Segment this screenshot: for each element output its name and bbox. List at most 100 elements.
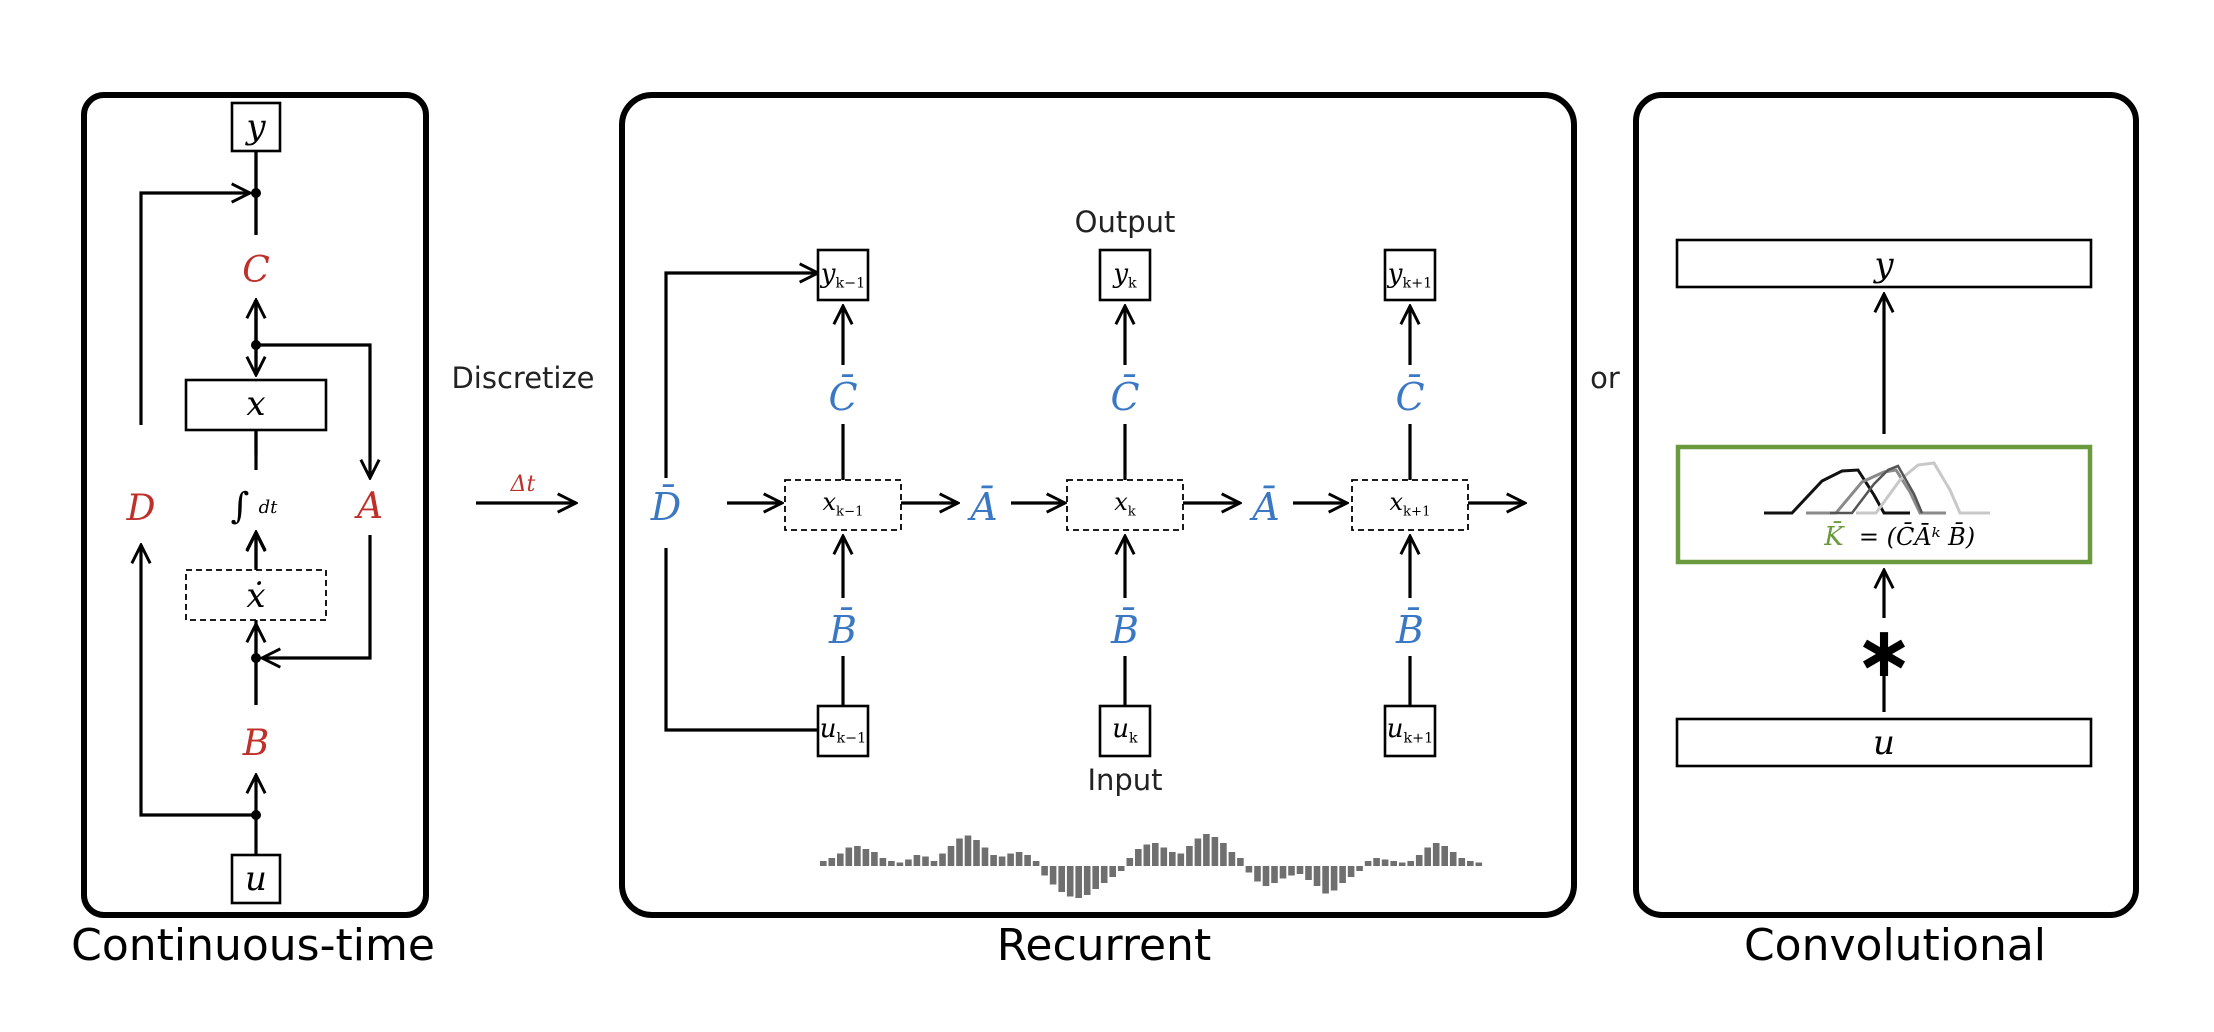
signal-bar bbox=[1109, 866, 1116, 877]
rec-A-bar-label: Ā bbox=[967, 485, 997, 529]
signal-bar bbox=[913, 855, 921, 866]
signal-bar bbox=[1296, 866, 1304, 874]
output-label: Output bbox=[1075, 205, 1176, 239]
signal-bar bbox=[1007, 853, 1014, 866]
signal-bar bbox=[1117, 866, 1125, 871]
signal-bar bbox=[1347, 866, 1355, 877]
signal-bar bbox=[1066, 866, 1074, 897]
rec-step-1: ykC̄xkB̄ukĀ bbox=[1066, 248, 1347, 758]
signal-bar bbox=[930, 861, 938, 866]
signal-bar bbox=[1083, 866, 1091, 895]
rec-B-bar-label: B̄ bbox=[1395, 608, 1424, 652]
signal-bar bbox=[1407, 861, 1414, 866]
caption-continuous: Continuous-time bbox=[71, 920, 435, 971]
caption-convolutional: Convolutional bbox=[1744, 920, 2046, 971]
signal-bar bbox=[1313, 866, 1321, 886]
convolutional-panel: y K̄ = (C̄Āᵏ B̄) ∗ u bbox=[1633, 92, 2139, 918]
signal-bar bbox=[1441, 846, 1448, 866]
delta-t-label: Δt bbox=[510, 472, 536, 497]
rec-x-label: xk+1 bbox=[1390, 488, 1431, 519]
signal-bar bbox=[1015, 852, 1023, 866]
signal-bar bbox=[1390, 861, 1397, 866]
signal-bar bbox=[1475, 862, 1483, 866]
rec-u-label: uk−1 bbox=[820, 714, 867, 747]
signal-bar bbox=[888, 861, 895, 866]
signal-bar bbox=[1330, 866, 1338, 891]
cont-integral-front: ∫ bbox=[231, 486, 250, 527]
rec-x-label: xk bbox=[1114, 488, 1137, 519]
signal-bar bbox=[1152, 843, 1159, 866]
signal-bar bbox=[905, 859, 912, 866]
signal-bar bbox=[1415, 855, 1423, 866]
signal-bar bbox=[1228, 852, 1236, 866]
rec-step-0: yk−1C̄xk−1B̄uk−1Ā bbox=[784, 248, 1065, 758]
rec-y-box bbox=[1383, 248, 1437, 302]
signal-bar bbox=[1245, 866, 1253, 873]
signal-bar bbox=[1279, 866, 1287, 879]
cont-u-box bbox=[230, 853, 282, 905]
rec-B-bar-label: B̄ bbox=[828, 608, 857, 652]
signal-bar bbox=[845, 847, 853, 866]
signal-bar bbox=[947, 846, 955, 866]
rec-u-label: uk+1 bbox=[1387, 714, 1434, 747]
rec-y-label: yk+1 bbox=[1387, 259, 1432, 292]
kernel-curves bbox=[1764, 461, 1990, 515]
signal-bar bbox=[1135, 849, 1142, 866]
rec-u-label: uk bbox=[1112, 714, 1138, 747]
conv-kernel-symbol: K̄ bbox=[1823, 520, 1845, 552]
cont-B-label-front: B bbox=[242, 723, 269, 764]
signal-bar bbox=[1424, 847, 1431, 866]
signal-bar bbox=[1288, 866, 1295, 876]
signal-bar bbox=[1092, 866, 1099, 889]
cont-D-feedthrough-top bbox=[139, 193, 250, 425]
cont-xdot-label: ẋ bbox=[246, 576, 265, 616]
signal-bar bbox=[1032, 861, 1040, 866]
signal-bar bbox=[956, 838, 963, 866]
signal-bar bbox=[1220, 843, 1227, 866]
rec-C-bar-label: C̄ bbox=[828, 375, 857, 419]
signal-bar bbox=[828, 858, 836, 866]
signal-bar bbox=[998, 856, 1006, 866]
signal-bar bbox=[1458, 858, 1466, 866]
signal-bar bbox=[981, 847, 989, 866]
conv-kernel-formula: = (C̄Āᵏ B̄) bbox=[1859, 523, 1975, 551]
signal-bar bbox=[1049, 866, 1057, 885]
signal-bar bbox=[1143, 844, 1151, 866]
signal-bar bbox=[1432, 843, 1440, 866]
conv-u-label: u bbox=[1873, 723, 1895, 763]
signal-bar bbox=[879, 858, 887, 866]
rec-D-bottom-path bbox=[664, 548, 818, 732]
cont-D-feedthrough-bottom bbox=[141, 545, 256, 817]
rec-x-box bbox=[1066, 479, 1184, 531]
cont-D-label: D bbox=[126, 488, 156, 529]
signal-bar bbox=[1381, 859, 1389, 866]
cont-A-loop-bottom bbox=[262, 535, 372, 658]
signal-bar bbox=[1177, 853, 1185, 866]
signal-bar bbox=[1262, 866, 1270, 886]
signal-bar bbox=[1237, 858, 1244, 866]
conv-y-label: y bbox=[1872, 245, 1894, 285]
cont-y-label: y bbox=[244, 107, 266, 147]
cont-junction-bottom bbox=[251, 810, 261, 820]
conv-y-box bbox=[1675, 238, 2093, 289]
signal-bar bbox=[1169, 852, 1176, 866]
signal-bar bbox=[990, 855, 997, 866]
signal-bar bbox=[1186, 846, 1193, 866]
conv-u-box bbox=[1675, 717, 2093, 768]
discretize-label: Discretize bbox=[451, 361, 594, 395]
cont-xdot-box bbox=[185, 569, 327, 621]
continuous-panel-frame bbox=[81, 92, 429, 918]
signal-bar bbox=[1271, 866, 1278, 883]
signal-bar bbox=[1211, 837, 1219, 866]
signal-bar bbox=[1467, 861, 1474, 866]
signal-bar bbox=[1322, 866, 1329, 894]
rec-x-label: xk−1 bbox=[823, 488, 864, 519]
rec-y-box bbox=[1098, 248, 1152, 302]
signal-bar bbox=[922, 856, 929, 866]
signal-bar bbox=[1364, 861, 1372, 866]
rec-C-bar-label: C̄ bbox=[1110, 375, 1139, 419]
signal-bar bbox=[837, 853, 844, 866]
rec-y-label: yk bbox=[1112, 259, 1137, 292]
cont-u-label: u bbox=[245, 859, 267, 899]
rec-u-box bbox=[816, 704, 870, 758]
